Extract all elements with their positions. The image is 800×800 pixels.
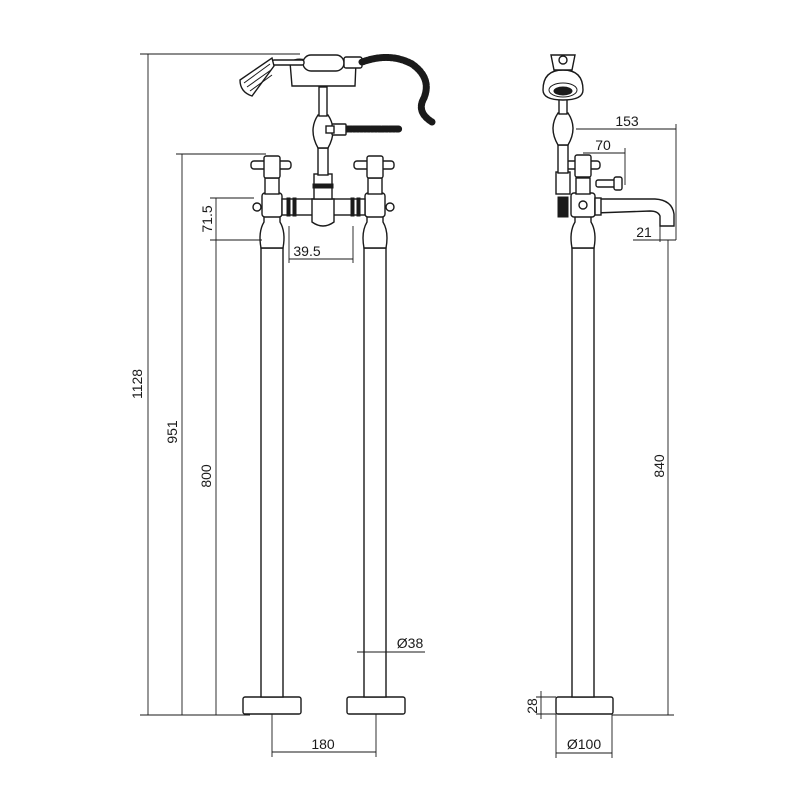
telephone-handset-body — [302, 54, 345, 72]
right-valve-neck — [367, 177, 383, 195]
label-840: 840 — [651, 454, 667, 478]
side-shower-rose-inner — [553, 86, 573, 96]
front-view: 1128 951 800 71.5 39.5 Ø38 180 — [129, 53, 436, 757]
side-riser-bulb — [552, 112, 574, 146]
side-valve-collar — [557, 196, 569, 218]
side-floor-base — [555, 696, 614, 715]
side-spout — [594, 198, 675, 227]
dim-line-951 — [176, 153, 266, 716]
right-handle-hub — [366, 155, 384, 179]
body-collar-right-1 — [350, 197, 355, 217]
front-spout-outlet — [311, 198, 335, 227]
label-800: 800 — [198, 464, 214, 488]
side-riser-lower — [557, 144, 569, 174]
label-1128: 1128 — [129, 369, 145, 399]
dim-line-71-5 — [210, 197, 254, 240]
label-951: 951 — [164, 420, 180, 444]
label-153: 153 — [615, 113, 639, 129]
dim-line-70 — [583, 148, 626, 185]
shower-riser-upper — [318, 86, 328, 117]
shower-riser-lower — [317, 147, 329, 176]
body-collar-left-1 — [286, 197, 291, 217]
label-28: 28 — [524, 698, 540, 714]
side-valve-port — [578, 200, 588, 210]
label-d100: Ø100 — [567, 736, 601, 752]
label-39-5: 39.5 — [293, 243, 320, 259]
dim-line-39-5 — [288, 226, 354, 263]
dim-line-800 — [210, 239, 262, 716]
dim-line-840 — [612, 240, 674, 716]
dim-line-153 — [576, 124, 677, 240]
shower-head-rings — [243, 63, 273, 92]
handset-arm — [271, 59, 305, 66]
side-valve-column — [570, 215, 596, 249]
label-70: 70 — [595, 137, 611, 153]
left-valve-column — [259, 215, 285, 249]
dim-line-28 — [536, 691, 556, 719]
right-valve-column — [362, 215, 388, 249]
dim-line-180 — [271, 714, 377, 757]
hose-connector-stub — [325, 125, 335, 134]
side-diverter-knob — [613, 176, 623, 191]
side-shower-rose — [548, 82, 578, 98]
body-collar-right-2 — [356, 197, 361, 217]
side-handle-hub — [574, 154, 592, 178]
left-valve-neck — [264, 177, 280, 195]
side-shower-head — [542, 69, 584, 101]
dim-line-21 — [633, 224, 676, 242]
side-spout-collar — [594, 197, 602, 216]
body-collar-left-2 — [292, 197, 297, 217]
side-view: 153 70 21 840 28 Ø100 — [524, 54, 677, 758]
left-floor-base — [242, 696, 302, 715]
label-d38: Ø38 — [397, 635, 424, 651]
left-side-knob — [252, 202, 262, 212]
left-valve-body — [261, 192, 283, 218]
left-leg-pipe — [260, 247, 284, 698]
label-180: 180 — [311, 736, 335, 752]
diverter-collar — [312, 183, 334, 189]
right-valve-body — [364, 192, 386, 218]
left-handle-hub — [263, 155, 281, 179]
side-leg-pipe — [571, 247, 595, 698]
right-side-knob — [385, 202, 395, 212]
label-71-5: 71.5 — [199, 205, 215, 232]
shower-hose-coil — [358, 54, 436, 126]
side-valve-neck — [575, 177, 591, 195]
right-floor-base — [346, 696, 406, 715]
label-21: 21 — [636, 224, 652, 240]
side-handset-cap — [558, 55, 568, 65]
shower-riser-bulb — [312, 114, 334, 149]
side-diverter-block — [555, 171, 571, 195]
dim-line-d100 — [555, 714, 613, 758]
right-leg-pipe — [363, 247, 387, 698]
